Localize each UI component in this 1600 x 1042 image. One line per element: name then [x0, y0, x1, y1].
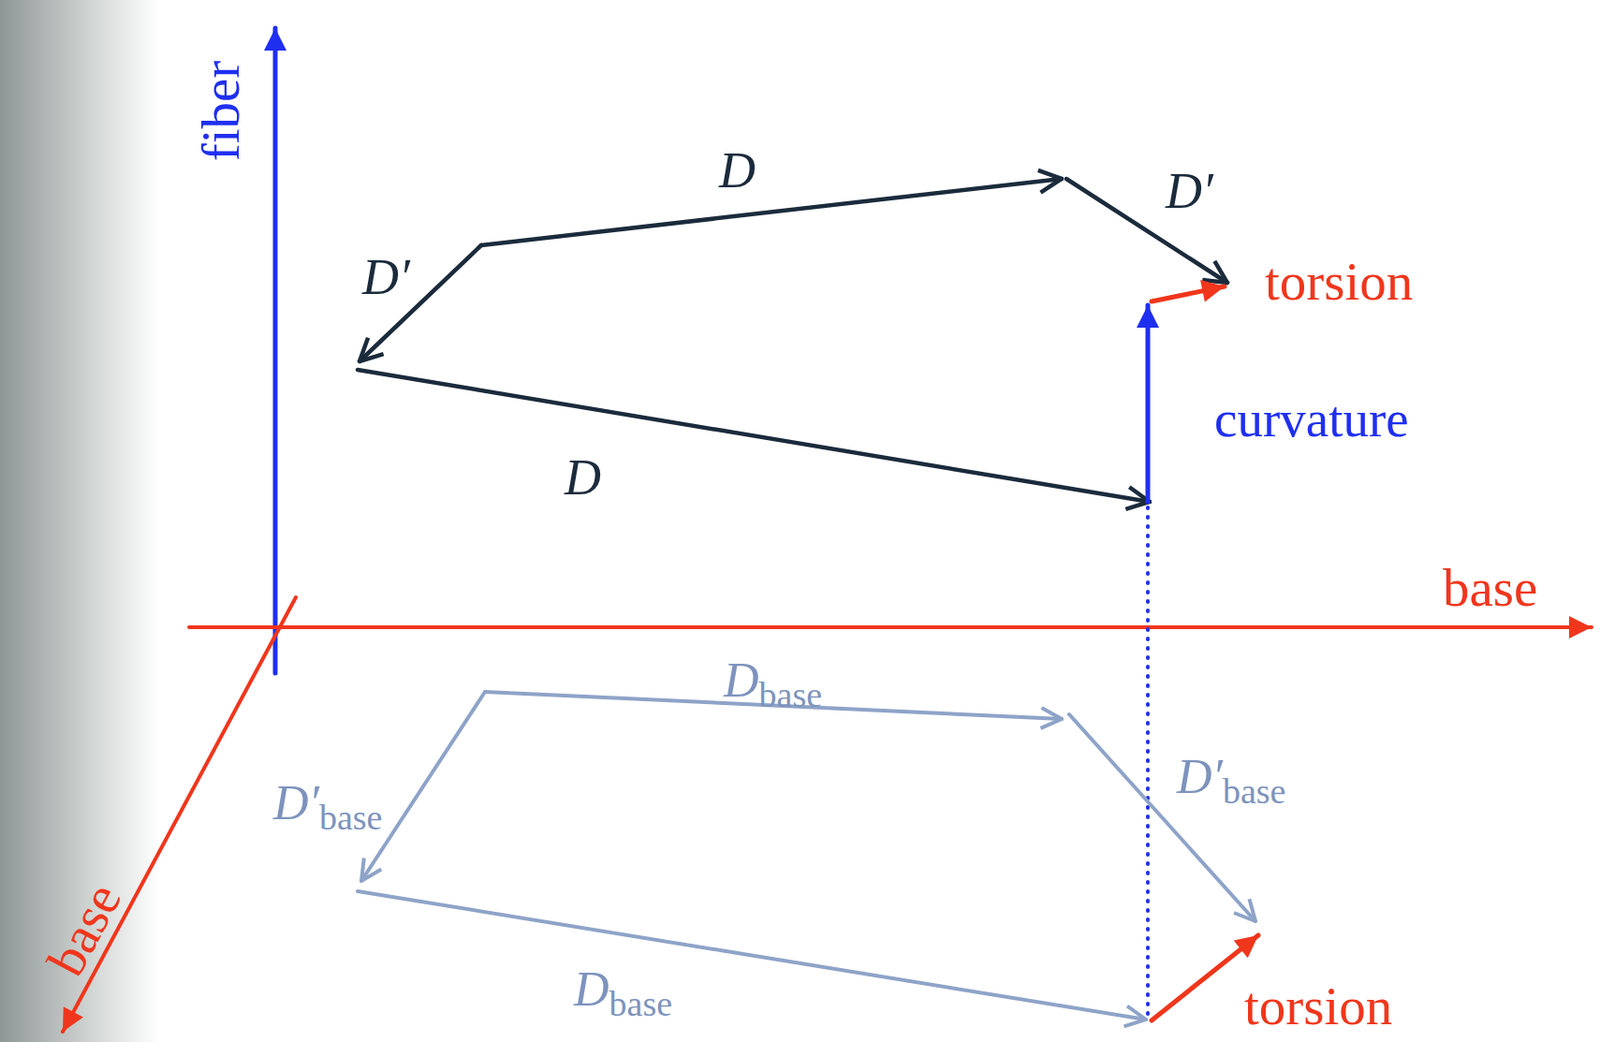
- operator-label: D′: [362, 251, 411, 303]
- operator-label: D′base: [1174, 752, 1288, 802]
- curvature-label: curvature: [1214, 393, 1410, 445]
- subscript-text: base: [319, 797, 383, 837]
- operator-symbol: D′: [273, 776, 320, 830]
- subscript-text: base: [609, 983, 674, 1024]
- transport-arrow: [481, 178, 1062, 246]
- operator-symbol: D: [573, 962, 610, 1016]
- transport-arrow: [357, 369, 1150, 502]
- operator-symbol: D: [564, 449, 602, 506]
- base-axis: [62, 597, 296, 1032]
- transport-arrow: [359, 245, 482, 362]
- label-text: curvature: [1214, 390, 1410, 448]
- operator-label: D′: [1165, 165, 1214, 217]
- operator-symbol: D: [719, 142, 756, 199]
- operator-symbol: D′: [1165, 162, 1214, 220]
- subscript-text: base: [1222, 771, 1287, 811]
- operator-label: Dbase: [573, 965, 673, 1014]
- torsion-label: torsion: [1264, 254, 1413, 309]
- operator-symbol: D′: [362, 249, 411, 306]
- label-text: torsion: [1244, 976, 1393, 1036]
- operator-symbol: D′: [1176, 749, 1223, 804]
- torsion-arrow: [1151, 286, 1225, 302]
- operator-symbol: D: [723, 653, 760, 707]
- axis-label: base: [1442, 560, 1538, 615]
- base-transport-arrow: [1069, 714, 1256, 922]
- base-axis: [189, 625, 1592, 630]
- operator-label: D′base: [273, 778, 382, 828]
- operator-label: D: [564, 452, 602, 503]
- background-texture: [0, 0, 160, 1042]
- label-text: fiber: [190, 60, 250, 162]
- operator-label: Dbase: [723, 656, 823, 705]
- torsion-arrow: [1151, 935, 1259, 1021]
- curvature-arrow: [1145, 305, 1151, 502]
- operator-label: D: [719, 145, 756, 196]
- projection-line: [1145, 507, 1150, 1023]
- base-transport-arrow: [361, 691, 485, 881]
- fiber-axis: [273, 28, 279, 674]
- subscript-text: base: [759, 675, 823, 715]
- label-text: torsion: [1264, 251, 1413, 311]
- torsion-label: torsion: [1244, 979, 1393, 1033]
- axis-label: fiber: [193, 60, 248, 162]
- base-transport-arrow: [357, 891, 1146, 1020]
- label-text: base: [1442, 557, 1538, 617]
